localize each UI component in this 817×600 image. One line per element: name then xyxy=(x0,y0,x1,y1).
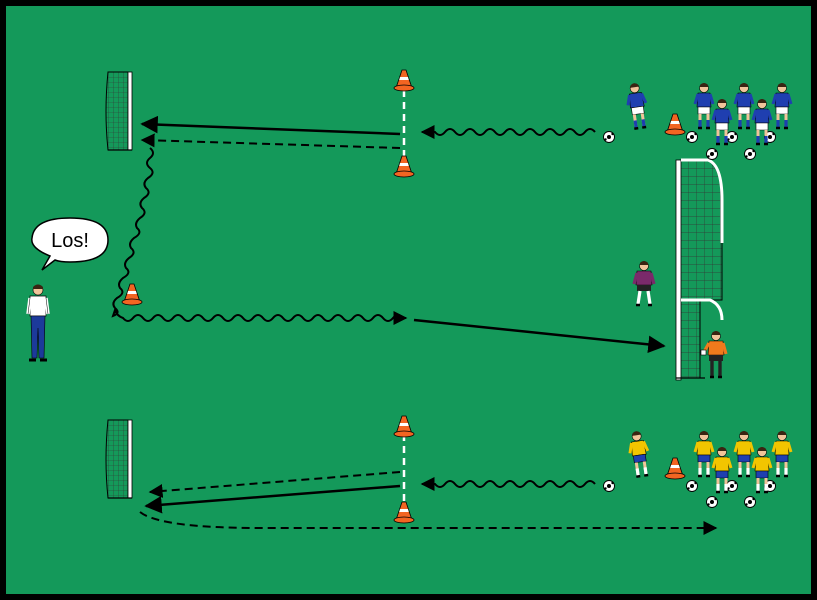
ball-icon xyxy=(603,480,615,492)
ball-icon xyxy=(744,496,756,508)
ball-icon xyxy=(603,131,615,143)
ball-icon xyxy=(726,480,738,492)
pass-arrow xyxy=(140,115,401,136)
run-arrow xyxy=(148,471,401,498)
ball-icon xyxy=(706,148,718,160)
ball-icon xyxy=(744,148,756,160)
run-arrow xyxy=(140,133,401,149)
goal-icon xyxy=(105,71,133,151)
goal-icon xyxy=(675,158,724,381)
ball-icon xyxy=(706,496,718,508)
goal-icon xyxy=(105,419,133,499)
speech-text: Los! xyxy=(51,230,89,252)
ball-icon xyxy=(726,131,738,143)
coach-icon xyxy=(26,284,50,362)
dribble-path xyxy=(111,147,408,325)
speech-bubble: Los! xyxy=(31,217,109,271)
shot-arrow xyxy=(413,318,666,354)
dribble-path xyxy=(420,125,596,139)
goalkeeper-icon xyxy=(632,261,656,307)
ball-icon xyxy=(686,131,698,143)
goalkeeper-icon xyxy=(700,331,728,379)
pass-arrow xyxy=(144,484,401,514)
run-arrow xyxy=(139,511,718,535)
dribble-path xyxy=(420,477,596,491)
ball-icon xyxy=(686,480,698,492)
